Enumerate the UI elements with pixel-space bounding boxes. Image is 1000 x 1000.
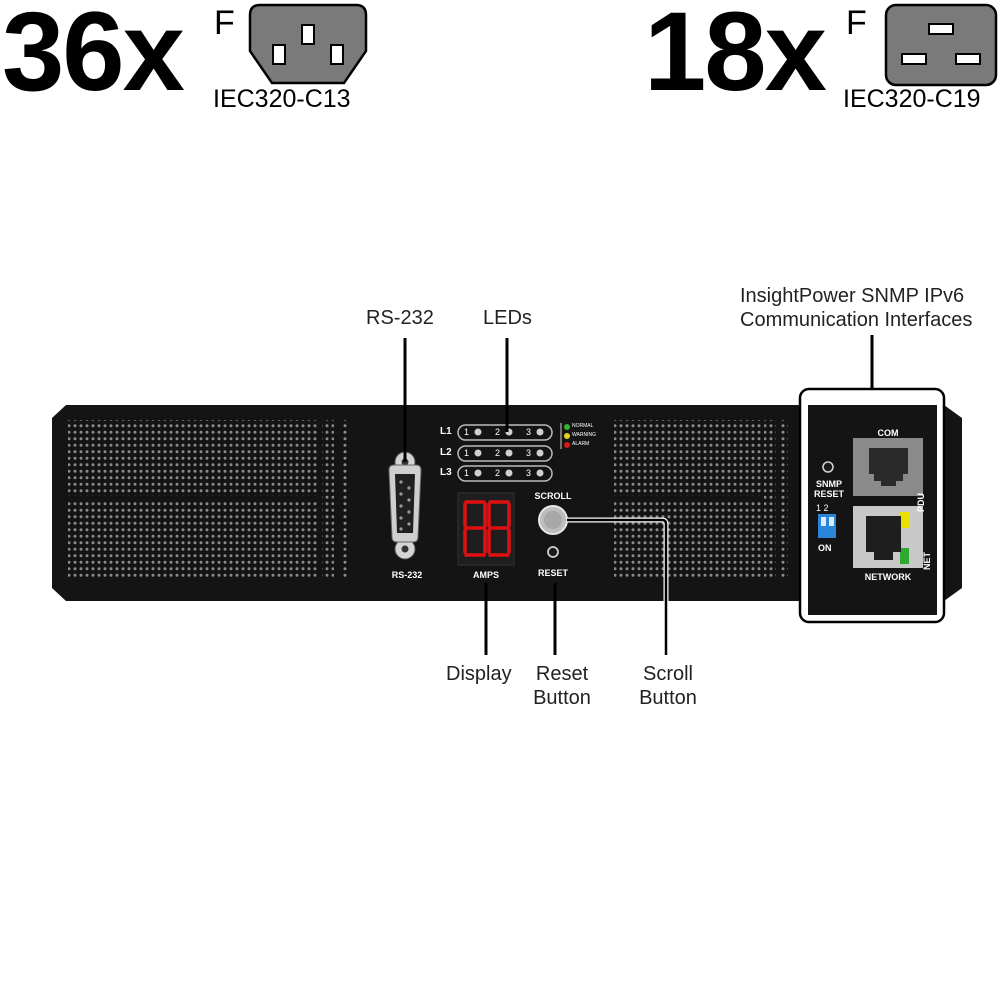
display-callout: Display [446,663,512,685]
network-label: NETWORK [864,572,912,582]
pdu-label-text: PDU [916,492,926,512]
db9-connector-icon [388,451,422,560]
scroll-callout-line1: Scroll [642,663,693,685]
vent-left-strip-2 [341,420,349,578]
rs232-panel-label: RS-232 [391,570,423,580]
reset-callout-line1: Reset [535,663,589,685]
c19-outlet-count: 18x [644,0,827,114]
com-label: COM [877,428,899,438]
led-phase-2-l1: 2 [495,427,501,437]
snmp-reset-label[interactable]: SNMP RESET [810,479,848,499]
dip-on-label: ON [818,543,832,553]
c13-standard-label: IEC320-C13 [213,85,351,113]
scroll-callout-line2: Button [639,687,697,709]
vent-left-bottom [68,502,318,578]
snmp-card [798,387,946,624]
led-indicators [474,428,544,477]
legend-normal-label: NORMAL [572,423,594,429]
led-phase-1-l2: 1 [464,448,470,458]
reset-label[interactable]: RESET [537,568,568,578]
net-label-text: NET [922,552,932,570]
vent-right-bottom [614,502,762,578]
led-phase-3-l3: 3 [526,468,532,478]
reset-callout-line2: Button [533,687,591,709]
led-phase-3-l2: 3 [526,448,532,458]
vent-left-top [68,420,318,496]
rs232-callout: RS-232 [366,307,434,329]
c13-gender-label: F [214,4,235,42]
led-phase-2-l3: 2 [495,468,501,478]
led-phase-3-l1: 3 [526,427,532,437]
rj45-port-icon [853,506,923,568]
dip-numbers: 1 2 [816,503,829,513]
snmp-callout-line1: InsightPower SNMP IPv6 [740,285,965,307]
led-phase-bars [457,424,553,482]
leds-callout: LEDs [483,307,532,329]
snmp-reset-line2: RESET [813,489,844,499]
led-phase-1-l3: 1 [464,468,470,478]
snmp-callout-line2: Communication Interfaces [740,309,973,331]
net-label: NET [922,550,932,570]
vent-left-strip-1 [322,420,334,578]
vent-right-top [614,420,762,496]
led-phase-2-l2: 2 [495,448,501,458]
led-row-label-2: L2 [440,447,452,458]
iec-c19-outlet-icon [884,3,998,87]
legend-alarm-dot [564,442,570,448]
legend-alarm-label: ALARM [572,441,590,447]
c19-standard-label: IEC320-C19 [843,85,981,113]
legend-warning-label: WARNING [572,432,596,438]
amps-display [457,492,515,566]
vent-right-strip-2 [780,420,788,578]
panel-right-edge [944,405,962,601]
reset-pinhole [547,546,559,558]
scroll-label[interactable]: SCROLL [534,491,572,501]
led-row-label-3: L3 [440,467,452,478]
vent-right-strip-1 [764,420,776,578]
legend-warning-dot [564,433,570,439]
iec-c13-outlet-icon [248,3,368,85]
callout-leaders [403,335,874,655]
snmp-reset-line1: SNMP [815,479,842,489]
scroll-button-graphic [538,505,568,535]
amps-label: AMPS [472,570,499,580]
legend-normal-dot [564,424,570,430]
c19-gender-label: F [846,4,867,42]
pdu-label: PDU [916,492,926,512]
led-phase-1-l1: 1 [464,427,470,437]
c13-outlet-count: 36x [2,0,185,114]
led-row-label-1: L1 [440,426,452,437]
